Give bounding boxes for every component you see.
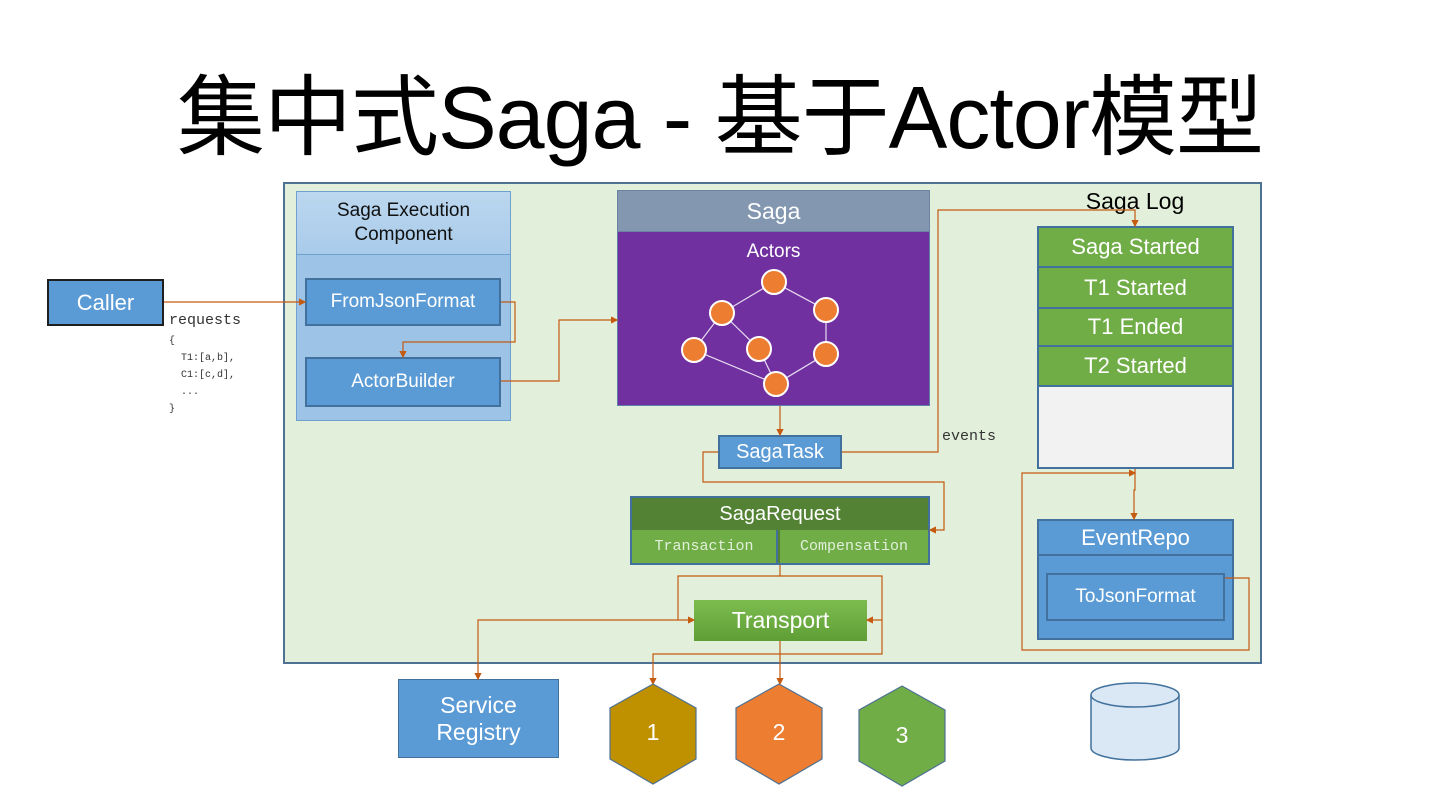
actor-node — [813, 297, 839, 323]
events-label: events — [942, 428, 997, 445]
actor-edge — [730, 320, 751, 341]
actor-edge — [704, 354, 765, 380]
connector-transport-loop — [649, 620, 883, 686]
from-json-format-label: FromJsonFormat — [330, 291, 476, 312]
actor-builder-label: ActorBuilder — [351, 371, 455, 392]
event-repo-title: EventRepo — [1037, 519, 1234, 556]
log-entry: T1 Started — [1039, 268, 1232, 309]
actor-edge — [786, 359, 817, 378]
actor-node — [813, 341, 839, 367]
connector-transport-to-registry — [474, 619, 678, 681]
saga-execution-component-label: Saga Execution Component — [336, 200, 471, 245]
saga-task-box[interactable]: SagaTask — [718, 435, 842, 469]
transport-label: Transport — [731, 607, 830, 633]
requests-body: { T1:[a,b], C1:[c,d], ... } — [169, 336, 236, 415]
actor-edge — [732, 287, 764, 307]
database-cylinder-icon — [1090, 682, 1180, 761]
saga-title-label: Saga — [746, 197, 801, 224]
requests-label: requests — [169, 312, 242, 329]
from-json-format-box[interactable]: FromJsonFormat — [305, 278, 501, 326]
to-json-format-box[interactable]: ToJsonFormat — [1046, 573, 1225, 621]
service-hexagons — [609, 683, 946, 787]
saga-task-label: SagaTask — [736, 440, 824, 463]
connector-actorbuilder-to-saga — [501, 316, 619, 382]
service-2-label: 2 — [772, 719, 786, 745]
service-3-label: 3 — [895, 722, 909, 748]
actor-node — [761, 269, 787, 295]
connector-sagalog-to-eventrepo — [1130, 469, 1138, 521]
saga-execution-component-title: Saga Execution Component — [296, 191, 511, 255]
actor-node — [709, 300, 735, 326]
log-entry: T2 Started — [1039, 347, 1232, 387]
caller-label: Caller — [76, 289, 135, 315]
service-3-hexagon — [858, 685, 946, 787]
actors-label: Actors — [746, 241, 801, 262]
transaction-cell[interactable]: Transaction — [632, 530, 778, 563]
connector-sagatask-to-sagalog — [842, 209, 1139, 453]
actor-edge — [701, 322, 716, 340]
transport-box[interactable]: Transport — [694, 600, 867, 641]
actor-edge — [763, 359, 771, 373]
service-registry-label: Service Registry — [436, 691, 521, 745]
connectors — [164, 209, 1250, 686]
service-1-hexagon — [609, 683, 697, 785]
connector-fromjson-to-actorbuilder — [399, 301, 516, 359]
service-registry-box[interactable]: Service Registry — [398, 679, 559, 758]
compensation-cell[interactable]: Compensation — [780, 530, 928, 563]
service-2-hexagon — [735, 683, 823, 785]
actor-node — [763, 371, 789, 397]
connector-sagatask-to-sagarequest — [702, 451, 945, 534]
connector-sagarequest-to-transport-left — [677, 565, 781, 624]
caller-box[interactable]: Caller — [47, 279, 164, 326]
service-1-label: 1 — [646, 719, 660, 745]
connector-sagarequest-to-transport-right — [780, 575, 883, 624]
log-entry: Saga Started — [1039, 228, 1232, 268]
connector-tojson-loop — [1021, 469, 1250, 651]
log-entry: T1 Ended — [1039, 309, 1232, 347]
to-json-format-label: ToJsonFormat — [1075, 586, 1196, 607]
actor-node — [681, 337, 707, 363]
actor-edge — [784, 287, 815, 305]
saga-title: Saga — [617, 190, 930, 232]
actor-node — [746, 336, 772, 362]
saga-request-title: SagaRequest — [719, 502, 841, 525]
actor-graph — [681, 269, 839, 397]
actor-builder-box[interactable]: ActorBuilder — [305, 357, 501, 407]
page-title: 集中式Saga - 基于Actor模型 — [176, 68, 1264, 167]
